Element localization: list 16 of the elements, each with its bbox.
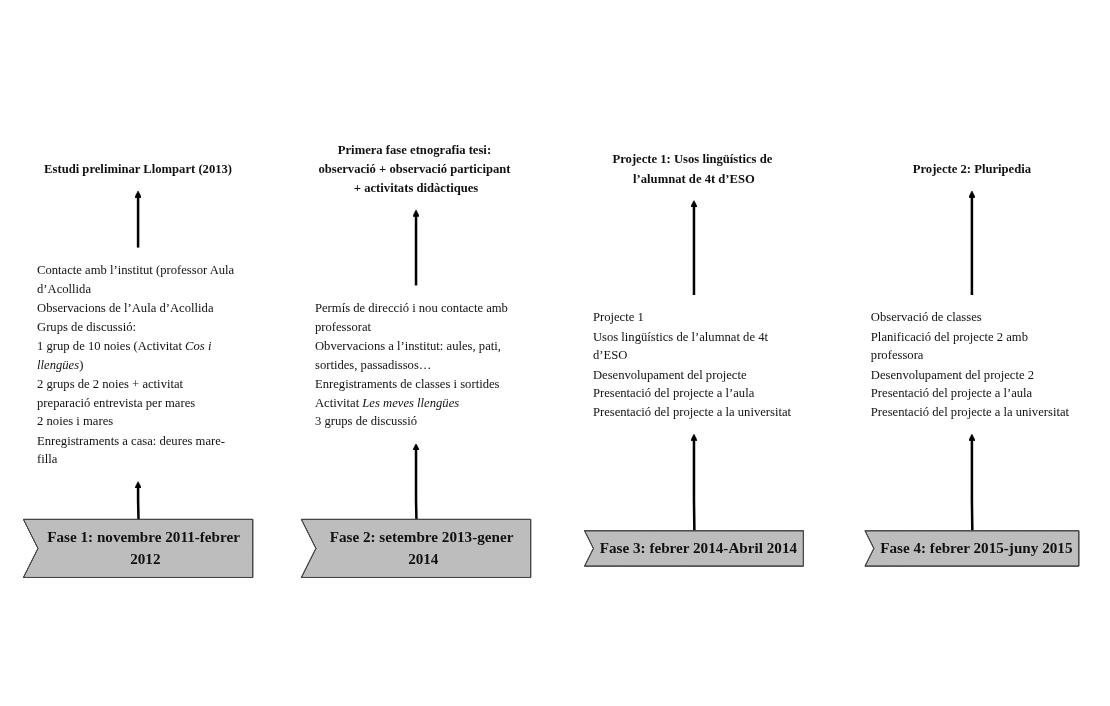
- arrow: [690, 200, 698, 296]
- node-text: Observació de classes Planificació del projecte 2 amb professora Desenvolupament del projecte 2 Presentació del projecte a l’aula Presentació del projecte a la universitat: [870, 310, 1070, 419]
- node-text: Primera fase etnografia tesi: observació + observació participant + activitats didàctiques: [318, 143, 511, 195]
- node-text: Projecte 1: Usos lingüístics de l’alumnat de 4t d’ESO: [612, 152, 773, 186]
- arrow: [412, 209, 420, 287]
- node-text: Contacte amb l’institut (professor Aula d’Acollida Observacions de l’Aula d’Acollida Grups de discussió: 1 grup de 10 noies (Activitat Cos i llengües) 2 grups de 2 noies + activitat preparació entrevista per mares 2 noies i mares Enregistraments a casa: deures mare-filla: [37, 263, 235, 467]
- arrow: [968, 434, 976, 532]
- arrow: [134, 481, 142, 521]
- arrow: [690, 434, 698, 532]
- node-text: Projecte 1 Usos lingüístics de l’alumnat de 4t d’ESO Desenvolupament del projecte Presentació del projecte a l’aula Presentació del projecte a la universitat: [592, 310, 792, 419]
- arrow: [134, 190, 142, 249]
- arrow: [412, 443, 420, 521]
- arrow: [968, 190, 976, 296]
- node-text: Projecte 2: Pluripedia: [912, 162, 1032, 176]
- node-text: Estudi preliminar Llompart (2013): [44, 162, 233, 176]
- node-text: Permís de direcció i nou contacte amb professorat Obvervacions a l’institut: aules, pati, sortides, passadissos… Enregistraments de classes i sortides Activitat Les meves llengües 3 grups de discussió: [314, 301, 508, 429]
